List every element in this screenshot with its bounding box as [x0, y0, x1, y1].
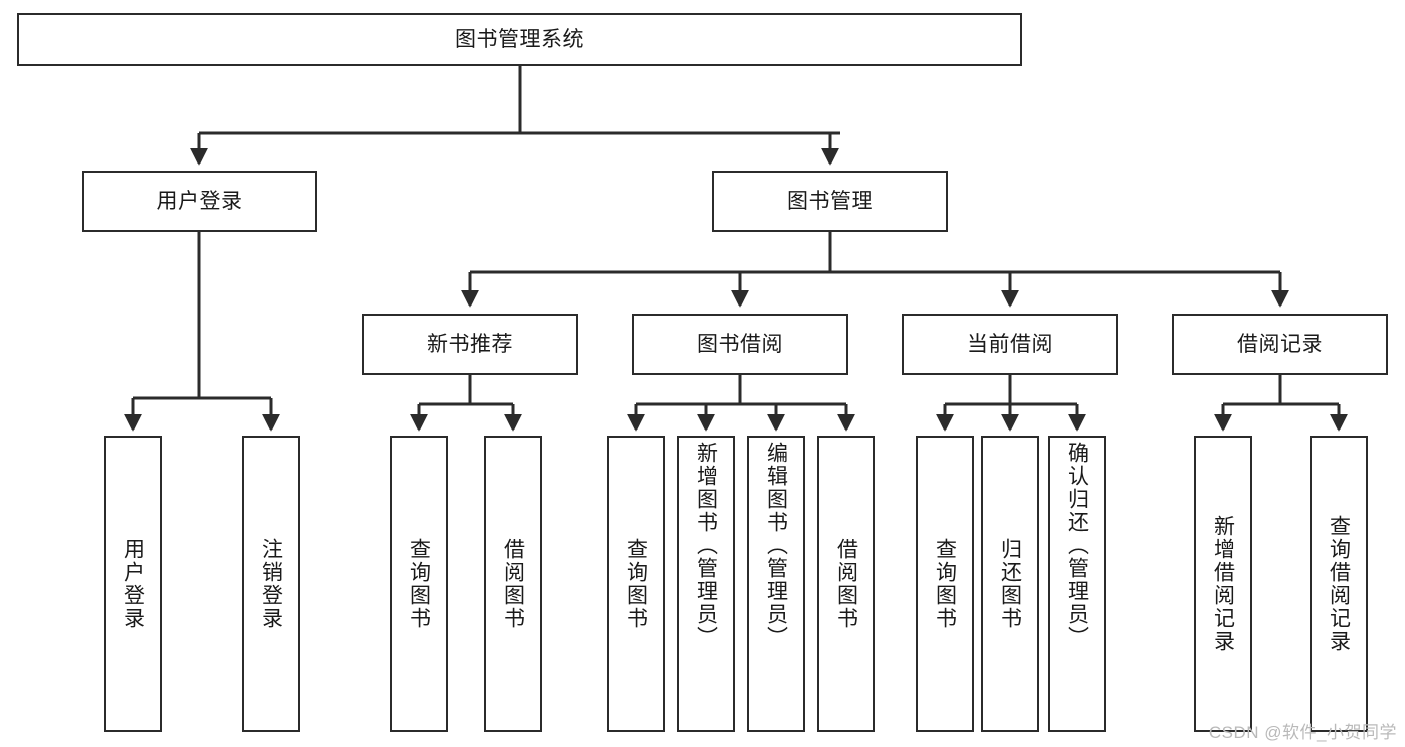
node-label: 借阅图书: [834, 538, 858, 630]
node-label: 新增图书（管理员）: [694, 442, 718, 649]
leaf-recommend-query-book[interactable]: 查询图书: [390, 436, 448, 732]
node-label: 用户登录: [156, 189, 243, 213]
node-label: 用户登录: [121, 538, 145, 630]
node-book-management[interactable]: 图书管理: [712, 171, 948, 232]
node-book-borrow[interactable]: 图书借阅: [632, 314, 848, 375]
leaf-borrow-edit-book-admin[interactable]: 编辑图书（管理员）: [747, 436, 805, 732]
node-borrow-record[interactable]: 借阅记录: [1172, 314, 1388, 375]
node-label: 注销登录: [259, 538, 283, 630]
node-label: 图书管理系统: [455, 27, 584, 51]
leaf-current-query-book[interactable]: 查询图书: [916, 436, 974, 732]
node-label: 查询借阅记录: [1327, 515, 1351, 653]
node-label: 归还图书: [998, 538, 1022, 630]
leaf-borrow-borrow-book[interactable]: 借阅图书: [817, 436, 875, 732]
node-label: 新增借阅记录: [1211, 515, 1235, 653]
node-label: 新书推荐: [427, 332, 513, 356]
node-label: 借阅图书: [501, 538, 525, 630]
node-label: 图书借阅: [697, 332, 783, 356]
node-label: 确认归还（管理员）: [1065, 442, 1089, 649]
leaf-borrow-add-book-admin[interactable]: 新增图书（管理员）: [677, 436, 735, 732]
node-label: 借阅记录: [1237, 332, 1323, 356]
leaf-record-query-record[interactable]: 查询借阅记录: [1310, 436, 1368, 732]
leaf-current-confirm-return-admin[interactable]: 确认归还（管理员）: [1048, 436, 1106, 732]
node-current-borrow[interactable]: 当前借阅: [902, 314, 1118, 375]
leaf-record-add-record[interactable]: 新增借阅记录: [1194, 436, 1252, 732]
node-label: 查询图书: [407, 538, 431, 630]
leaf-user-login-signin[interactable]: 用户登录: [104, 436, 162, 732]
node-label: 编辑图书（管理员）: [764, 442, 788, 649]
node-user-login[interactable]: 用户登录: [82, 171, 317, 232]
leaf-user-login-signout[interactable]: 注销登录: [242, 436, 300, 732]
node-root-system[interactable]: 图书管理系统: [17, 13, 1022, 66]
node-label: 查询图书: [933, 538, 957, 630]
leaf-recommend-borrow-book[interactable]: 借阅图书: [484, 436, 542, 732]
node-label: 图书管理: [787, 189, 873, 213]
leaf-borrow-query-book[interactable]: 查询图书: [607, 436, 665, 732]
node-label: 当前借阅: [967, 332, 1053, 356]
leaf-current-return-book[interactable]: 归还图书: [981, 436, 1039, 732]
node-new-book-recommend[interactable]: 新书推荐: [362, 314, 578, 375]
watermark: CSDN @软件_小贺同学: [1208, 723, 1397, 742]
node-label: 查询图书: [624, 538, 648, 630]
